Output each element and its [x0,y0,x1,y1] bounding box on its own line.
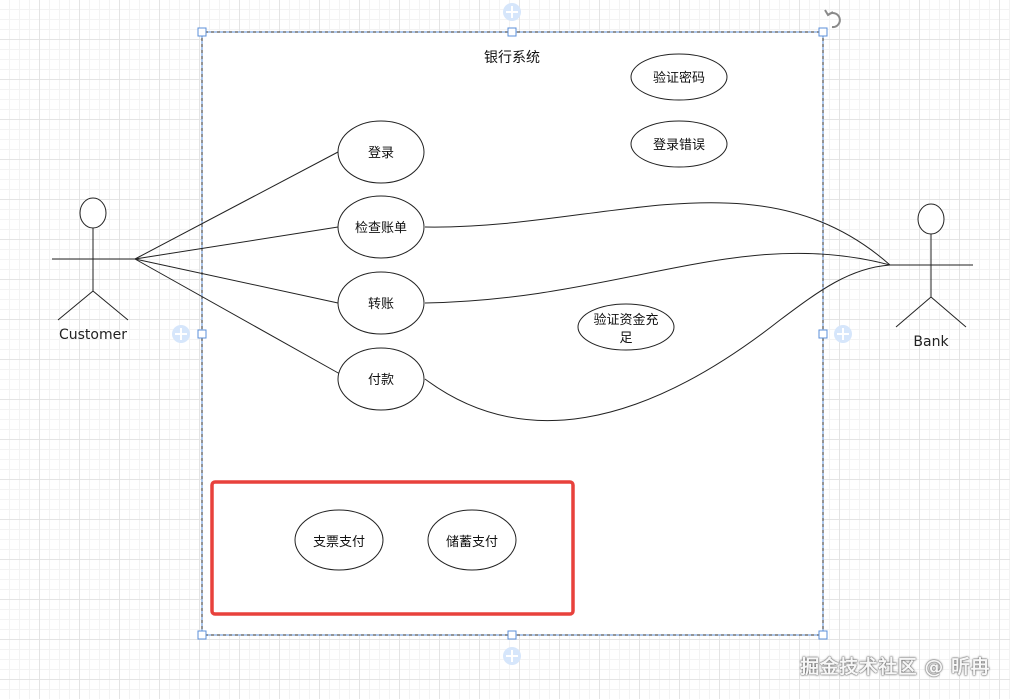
actor-customer[interactable] [52,197,135,321]
selection-handles[interactable] [197,27,828,640]
connect-handle-left-icon[interactable] [172,325,190,343]
association-customer-transfer[interactable] [134,258,339,304]
use-case-payment-label: 付款 [368,373,394,388]
use-case-login-error[interactable]: 登录错误 [630,120,728,168]
connect-handle-right-icon[interactable] [834,325,852,343]
use-case-transfer-label: 转账 [368,297,394,312]
actor-bank-label: Bank [913,334,949,350]
bank-associations [424,202,891,422]
use-case-check-bill-label: 检查账单 [355,221,407,236]
highlight-box [210,480,575,616]
use-case-verify-password[interactable]: 验证密码 [630,53,728,101]
resize-handle-top[interactable] [507,27,517,37]
connect-handle-bottom-icon[interactable] [503,647,521,665]
connect-handle-top-icon[interactable] [503,3,521,21]
use-case-savings-payment[interactable]: 储蓄支付 [427,509,517,571]
resize-handle-bottom-left[interactable] [197,630,207,640]
system-title: 银行系统 [484,50,540,66]
association-payment-bank[interactable] [424,264,891,422]
use-case-savings-payment-label: 储蓄支付 [446,535,498,550]
use-case-check-bill[interactable]: 检查账单 [337,195,425,259]
resize-handle-bottom[interactable] [507,630,517,640]
rotate-handle-icon[interactable] [824,9,841,29]
use-case-cheque-payment-label: 支票支付 [313,535,365,550]
use-case-verify-funds[interactable]: 验证资金充 足 [577,303,675,351]
association-customer-login[interactable] [134,151,339,260]
association-customer-payment[interactable] [134,258,341,375]
actor-customer-label: Customer [59,327,127,343]
actor-head-icon [917,203,945,235]
resize-handle-top-right[interactable] [818,27,828,37]
watermark: 掘金技术社区 @ 昕冉 [800,656,990,678]
use-case-login-label: 登录 [368,146,394,161]
resize-handle-top-left[interactable] [197,27,207,37]
use-case-login-error-label: 登录错误 [653,138,705,153]
use-case-verify-funds-label-line2: 足 [619,331,632,346]
use-case-transfer[interactable]: 转账 [337,271,425,335]
use-case-verify-password-label: 验证密码 [653,70,705,86]
association-customer-check-bill[interactable] [134,226,339,260]
use-case-verify-funds-label-line1: 验证资金充 [593,312,658,328]
association-check-bill-bank[interactable] [424,202,891,266]
use-case-payment[interactable]: 付款 [337,347,425,411]
resize-handle-left[interactable] [197,329,207,339]
actor-head-icon [79,197,107,229]
customer-associations [134,151,341,375]
resize-handle-bottom-right[interactable] [818,630,828,640]
actor-bank[interactable] [890,203,973,328]
resize-handle-right[interactable] [818,329,828,339]
use-case-cheque-payment[interactable]: 支票支付 [294,509,384,571]
association-transfer-bank[interactable] [424,252,891,304]
use-case-login[interactable]: 登录 [337,120,425,184]
